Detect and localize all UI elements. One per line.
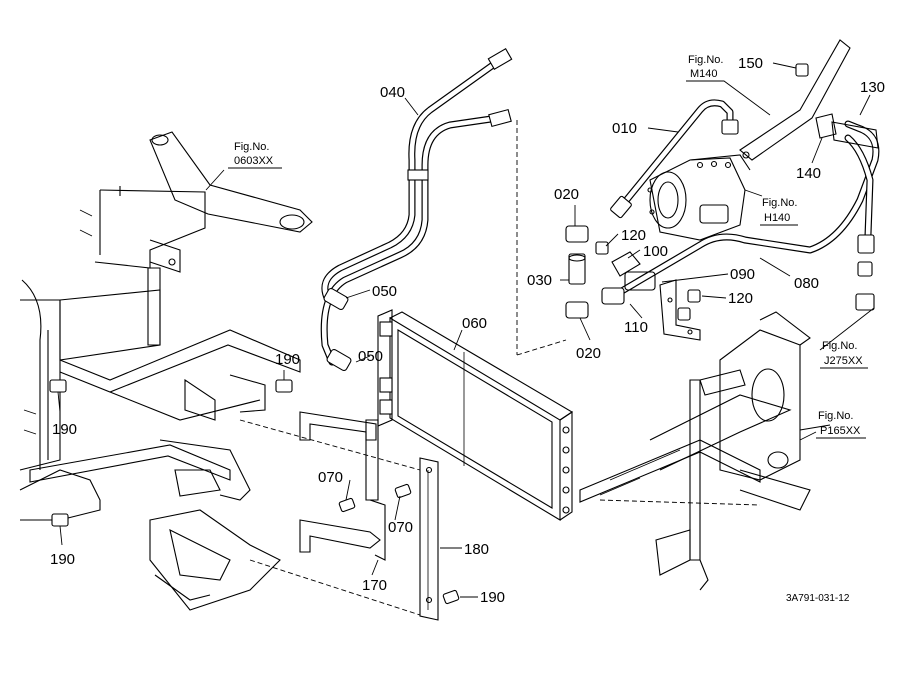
part-label-070-right: 070: [388, 519, 413, 536]
part-label-050-upper: 050: [372, 283, 397, 300]
part-label-170: 170: [362, 577, 387, 594]
fig-ref-0603-code: 0603XX: [234, 155, 274, 167]
pipe-080: [611, 120, 880, 311]
part-labels: 150 130 040 010 140 020 120 100 090 030 …: [50, 55, 885, 606]
fig-ref-j275-title: Fig.No.: [822, 340, 857, 352]
fig-ref-m140-title: Fig.No.: [688, 54, 723, 66]
part-label-190-left: 190: [52, 421, 77, 438]
part-label-040: 040: [380, 84, 405, 101]
fig-ref-p165-title: Fig.No.: [818, 410, 853, 422]
fittings-group: [565, 225, 701, 341]
clamps-130-140: [739, 39, 879, 161]
part-label-010: 010: [612, 120, 637, 137]
part-label-150: 150: [738, 55, 763, 72]
part-label-120-lower: 120: [728, 290, 753, 307]
part-label-110: 110: [624, 319, 648, 336]
pipe-040: [320, 48, 513, 372]
part-label-070-left: 070: [318, 469, 343, 486]
part-label-050-lower: 050: [358, 348, 383, 365]
part-label-090: 090: [730, 266, 755, 283]
fig-ref-h140-code: H140: [764, 212, 790, 224]
fig-ref-0603-title: Fig.No.: [234, 141, 269, 153]
reference-lines: [516, 120, 761, 506]
oil-cooler-060: [377, 309, 574, 521]
fig-ref-h140-title: Fig.No.: [762, 197, 797, 209]
hydraulic-pump: [647, 154, 751, 241]
part-label-020-lower: 020: [576, 345, 601, 362]
part-label-030: 030: [527, 272, 552, 289]
part-label-020-upper: 020: [554, 186, 579, 203]
brackets-170-180: [299, 411, 460, 621]
bolts-190: [49, 370, 293, 546]
leader-lines: [205, 62, 875, 598]
figure-references: Fig.No. M140 Fig.No. 0603XX Fig.No. H140…: [228, 54, 868, 439]
part-label-130: 130: [860, 79, 885, 96]
part-label-190-bottom: 190: [50, 551, 75, 568]
pipe-010: [610, 99, 739, 219]
part-label-100: 100: [643, 243, 668, 260]
rear-frame: [579, 311, 831, 591]
part-label-180: 180: [464, 541, 489, 558]
fig-ref-j275-code: J275XX: [824, 355, 863, 367]
part-label-120-upper: 120: [621, 227, 646, 244]
front-frame: [19, 131, 421, 616]
document-number: 3A791-031-12: [786, 593, 850, 604]
part-label-190-mid: 190: [275, 351, 300, 368]
fig-ref-m140-code: M140: [690, 68, 718, 80]
part-label-140: 140: [796, 165, 821, 182]
part-label-190-right: 190: [480, 589, 505, 606]
part-label-060: 060: [462, 315, 487, 332]
fig-ref-p165-code: P165XX: [820, 425, 861, 437]
part-label-080: 080: [794, 275, 819, 292]
